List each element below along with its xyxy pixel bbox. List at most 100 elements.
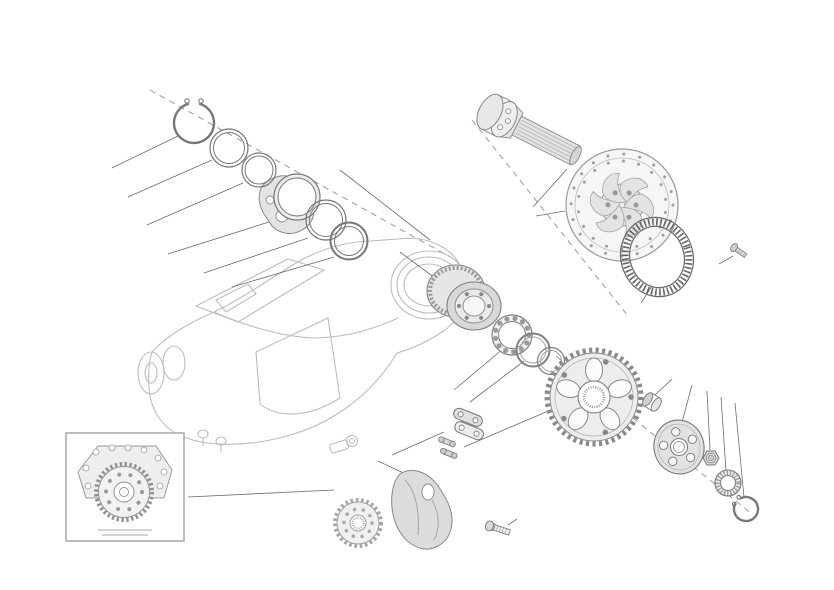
inset-plate-hole	[140, 446, 148, 454]
inset-plate-hole	[160, 468, 168, 476]
leader-line	[187, 489, 335, 498]
seal-inner	[540, 350, 562, 372]
o-ring-2	[329, 221, 369, 261]
axis-line	[471, 119, 629, 317]
axle-end	[569, 146, 582, 166]
disc-bolt	[730, 243, 748, 258]
sprocket-flange	[653, 419, 705, 475]
ring-inner	[334, 226, 364, 256]
chain-link-pins	[438, 436, 458, 459]
leader-line	[654, 378, 673, 396]
disc-drill-holes	[576, 159, 668, 251]
chain-guard	[391, 470, 453, 550]
chain-slider	[215, 283, 257, 313]
bearing-inner	[720, 475, 736, 491]
bearing-rollers	[715, 470, 741, 496]
swingarm-outline	[148, 237, 467, 445]
swingarm	[137, 237, 468, 454]
bolt-head	[730, 243, 739, 253]
spacer-ring	[515, 332, 551, 368]
leader-line	[734, 402, 745, 498]
rear-sprocket	[544, 347, 644, 447]
leader-line	[339, 169, 431, 241]
link-hole	[458, 424, 465, 431]
bolt-threads	[737, 249, 746, 257]
ring-outer	[241, 152, 277, 188]
guard-hole	[421, 483, 435, 501]
bracket-hole	[265, 195, 275, 205]
roller-face	[650, 397, 662, 412]
axis-line	[149, 89, 453, 259]
guard-body	[391, 470, 453, 550]
inset-plate-hole	[156, 482, 164, 490]
ring-inner	[213, 132, 245, 164]
ring-inner	[309, 203, 343, 237]
inset-plate-hole	[108, 444, 116, 452]
washer-ring	[273, 173, 321, 221]
sprocket-lightening-hole	[585, 357, 603, 383]
circlip-eye	[731, 501, 737, 507]
o-ring-1	[209, 128, 249, 168]
sprocket-bolt-holes	[554, 357, 634, 437]
adjuster-hole-inner	[348, 437, 356, 445]
swingarm-rib	[213, 311, 399, 339]
eccentric-hub	[426, 264, 502, 331]
inset-plate-hole	[154, 454, 162, 462]
screw-threads	[495, 525, 507, 534]
seal-ring	[536, 346, 566, 376]
abs-ring-inner	[628, 225, 686, 289]
leader-line	[720, 396, 727, 472]
swingarm-guard-plate	[194, 258, 326, 323]
inset-plate-hole	[82, 464, 90, 472]
leader-line	[718, 255, 734, 265]
ring-outer	[305, 199, 347, 241]
axle-hole	[504, 118, 511, 124]
guard-ridge	[431, 499, 439, 541]
swingarm-cutout	[255, 317, 341, 415]
abs-ring-outer	[619, 216, 695, 298]
axle-hole	[505, 108, 512, 115]
axle-flange-edge	[481, 128, 496, 137]
leader-line	[111, 135, 179, 169]
screw-head	[484, 520, 495, 532]
ring-outer	[329, 221, 369, 261]
sprocket-holes	[342, 507, 374, 539]
abs-ring	[619, 216, 695, 298]
inset-sprocket-teeth	[94, 462, 154, 522]
leader-line	[463, 408, 554, 448]
leader-line	[469, 360, 525, 403]
link-hole	[457, 411, 464, 418]
hub-bore	[462, 295, 486, 317]
seal-outer	[536, 346, 566, 376]
axle-splines	[515, 119, 578, 162]
screw-shaft	[492, 524, 511, 536]
brake-disc	[565, 148, 679, 262]
roller-edge	[643, 405, 653, 412]
roller-bearing	[714, 469, 742, 497]
pin-head	[449, 440, 456, 448]
inset-plate-hole	[124, 444, 132, 452]
flange-hole	[668, 456, 678, 466]
spacer-outer	[515, 332, 551, 368]
flange-hole	[687, 434, 698, 444]
abs-ring-teeth	[621, 218, 693, 296]
standoff	[197, 429, 209, 439]
front-sprocket	[333, 498, 383, 548]
leader-line	[127, 159, 213, 198]
flange-hole	[685, 452, 696, 463]
leader-line	[706, 390, 711, 451]
rear-axle	[476, 93, 582, 166]
pivot-lug-rear	[162, 345, 186, 381]
inset-detail-box	[65, 432, 185, 542]
chain-link-plates	[453, 407, 484, 441]
link-hole	[473, 430, 480, 437]
roller-edge	[651, 392, 661, 399]
flange-hole	[658, 440, 669, 451]
disc-spoke	[595, 202, 625, 233]
adjuster-hole	[345, 434, 359, 448]
inset-sprocket-bore	[119, 487, 129, 497]
flange-hole	[671, 427, 681, 437]
leader-lines	[111, 135, 745, 526]
